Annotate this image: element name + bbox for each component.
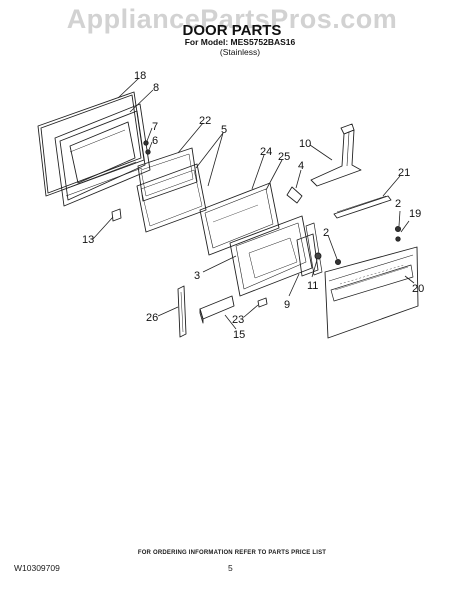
callout-19: 19 [409, 208, 421, 220]
part-small-bracket [111, 208, 122, 222]
callout-8: 8 [153, 82, 159, 94]
callout-6: 6 [152, 135, 158, 147]
callout-10: 10 [299, 138, 311, 150]
callout-21: 21 [398, 167, 410, 179]
callout-3: 3 [194, 270, 200, 282]
callout-labels: 18 8 7 6 22 5 10 24 25 4 21 13 2 19 2 3 … [82, 70, 424, 341]
callout-25: 25 [278, 151, 290, 163]
part-small-clip [257, 297, 268, 308]
part-glass-panels [136, 163, 207, 233]
part-lower-bracket [199, 295, 235, 324]
callout-5: 5 [221, 124, 227, 136]
callout-22: 22 [199, 115, 211, 127]
model-subtitle: For Model: MES5752BAS16 (Stainless) [170, 37, 310, 57]
part-clip [286, 186, 303, 204]
part-hinge-receiver [296, 233, 322, 277]
part-top-trim [333, 195, 392, 219]
callout-4: 4 [298, 160, 304, 172]
site-watermark: AppliancePartsPros.com [66, 4, 398, 34]
ordering-info-note: FOR ORDERING INFORMATION REFER TO PARTS … [137, 550, 327, 556]
callout-11: 11 [307, 280, 318, 292]
callout-20: 20 [412, 283, 424, 295]
model-line: For Model: MES5752BAS16 [184, 37, 296, 47]
callout-18: 18 [134, 70, 146, 82]
callout-24: 24 [260, 146, 272, 158]
part-door-screws [334, 225, 402, 266]
callout-2-left: 2 [323, 227, 329, 239]
callout-2-right: 2 [395, 198, 401, 210]
callout-7: 7 [152, 121, 158, 133]
part-inner-door-panel [229, 215, 323, 297]
page-title: DOOR PARTS [182, 22, 282, 39]
part-handle-bracket [310, 123, 362, 187]
part-inner-glass-frame [199, 182, 280, 256]
callout-9: 9 [284, 299, 290, 311]
part-hinge-screws [143, 140, 151, 155]
callout-15: 15 [233, 329, 245, 341]
part-outer-door [324, 246, 419, 339]
part-side-trim [177, 285, 187, 338]
document-number: W10309709 [14, 563, 60, 573]
callout-26: 26 [146, 312, 158, 324]
callout-23: 23 [232, 314, 244, 326]
leader-lines [92, 77, 415, 330]
callout-13: 13 [82, 234, 94, 246]
finish-line: (Stainless) [219, 47, 261, 57]
part-inner-door-liner [54, 103, 151, 207]
page-number: 5 [228, 563, 233, 573]
part-door-gasket [37, 91, 145, 197]
